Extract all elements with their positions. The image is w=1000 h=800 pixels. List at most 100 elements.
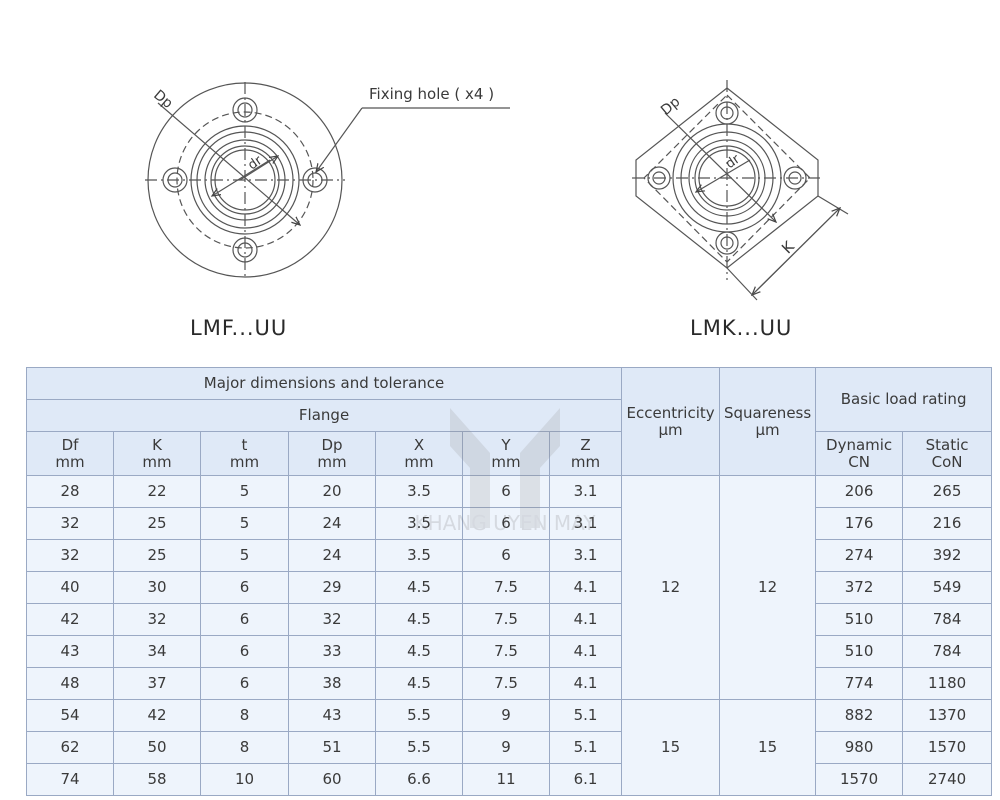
table-cell: 30 [113,571,201,604]
lmf-caption: LMF...UU [190,316,288,340]
load-rating-header: Basic load rating [815,367,993,432]
table-cell: 6.1 [548,763,623,796]
eccentricity-unit: µm [658,420,683,439]
table-cell: 5.5 [375,731,463,764]
dynamic-load-cell: 206 [815,475,904,508]
table-cell: 62 [26,731,114,764]
table-cell: 5 [200,539,289,572]
table-cell: 3.1 [548,507,623,540]
eccentricity-value-cell: 15 [621,699,721,796]
table-cell: 24 [288,539,376,572]
table-cell: 5.5 [375,699,463,732]
table-cell: 4.5 [375,667,463,700]
table-cell: 3.5 [375,539,463,572]
static-load-cell: 1370 [902,699,993,732]
squareness-header: Squareness µm [719,367,817,476]
table-cell: 24 [288,507,376,540]
table-cell: 5 [200,507,289,540]
table-cell: 60 [288,763,376,796]
table-cell: 4.1 [548,635,623,668]
table-cell: 32 [288,603,376,636]
lmf-round-flange-drawing [145,82,510,278]
table-cell: 74 [26,763,114,796]
squareness-value-cell: 12 [719,475,817,700]
table-cell: 40 [26,571,114,604]
dynamic-load-cell: 980 [815,731,904,764]
technical-drawing: Dp dr Fixing hole ( x4 ) Dp [0,0,1000,360]
table-cell: 9 [462,731,550,764]
table-cell: 6.6 [375,763,463,796]
table-cell: 51 [288,731,376,764]
table-cell: 9 [462,699,550,732]
table-cell: 3.5 [375,475,463,508]
table-cell: 6 [462,475,550,508]
table-cell: 37 [113,667,201,700]
dynamic-load-cell: 372 [815,571,904,604]
table-cell: 5.1 [548,731,623,764]
table-cell: 50 [113,731,201,764]
dynamic-load-cell: 510 [815,635,904,668]
static-load-cell: 784 [902,603,993,636]
table-cell: 6 [462,507,550,540]
table-cell: 32 [26,539,114,572]
major-dimensions-header: Major dimensions and tolerance [25,367,623,400]
table-cell: 3.5 [375,507,463,540]
dynamic-load-cell: 510 [815,603,904,636]
drawing-svg: Dp dr Fixing hole ( x4 ) Dp [145,80,849,301]
table-cell: 8 [200,699,289,732]
table-cell: 11 [462,763,550,796]
table-cell: 32 [113,603,201,636]
eccentricity-label: Eccentricity [626,403,715,422]
dynamic-load-cell: 882 [815,699,904,732]
dynamic-load-cell: 774 [815,667,904,700]
table-cell: 4.5 [375,571,463,604]
lmk-square-flange-drawing [632,80,849,301]
static-load-cell: 1180 [902,667,993,700]
table-cell: 43 [288,699,376,732]
table-cell: 6 [462,539,550,572]
static-load-cell: 2740 [902,763,993,796]
dynamic-load-cell: 176 [815,507,904,540]
table-cell: 25 [113,539,201,572]
static-load-cell: 1570 [902,731,993,764]
table-cell: 4.1 [548,603,623,636]
table-cell: 4.1 [548,571,623,604]
dp-label-right: Dp [658,94,683,119]
flange-header: Flange [25,399,623,432]
table-cell: 29 [288,571,376,604]
table-cell: 6 [200,571,289,604]
table-cell: 5.1 [548,699,623,732]
table-cell: 43 [26,635,114,668]
table-cell: 20 [288,475,376,508]
table-cell: 33 [288,635,376,668]
table-cell: 42 [113,699,201,732]
table-cell: 38 [288,667,376,700]
table-cell: 22 [113,475,201,508]
spec-table: Major dimensions and tolerance Eccentric… [25,367,993,796]
static-load-cell: 784 [902,635,993,668]
squareness-value-cell: 15 [719,699,817,796]
table-cell: 3.1 [548,475,623,508]
table-cell: 8 [200,731,289,764]
table-cell: 32 [26,507,114,540]
k-label: K [778,237,799,258]
table-cell: 7.5 [462,635,550,668]
table-cell: 7.5 [462,667,550,700]
squareness-unit: µm [755,420,780,439]
dynamic-load-cell: 274 [815,539,904,572]
dynamic-load-cell: 1570 [815,763,904,796]
